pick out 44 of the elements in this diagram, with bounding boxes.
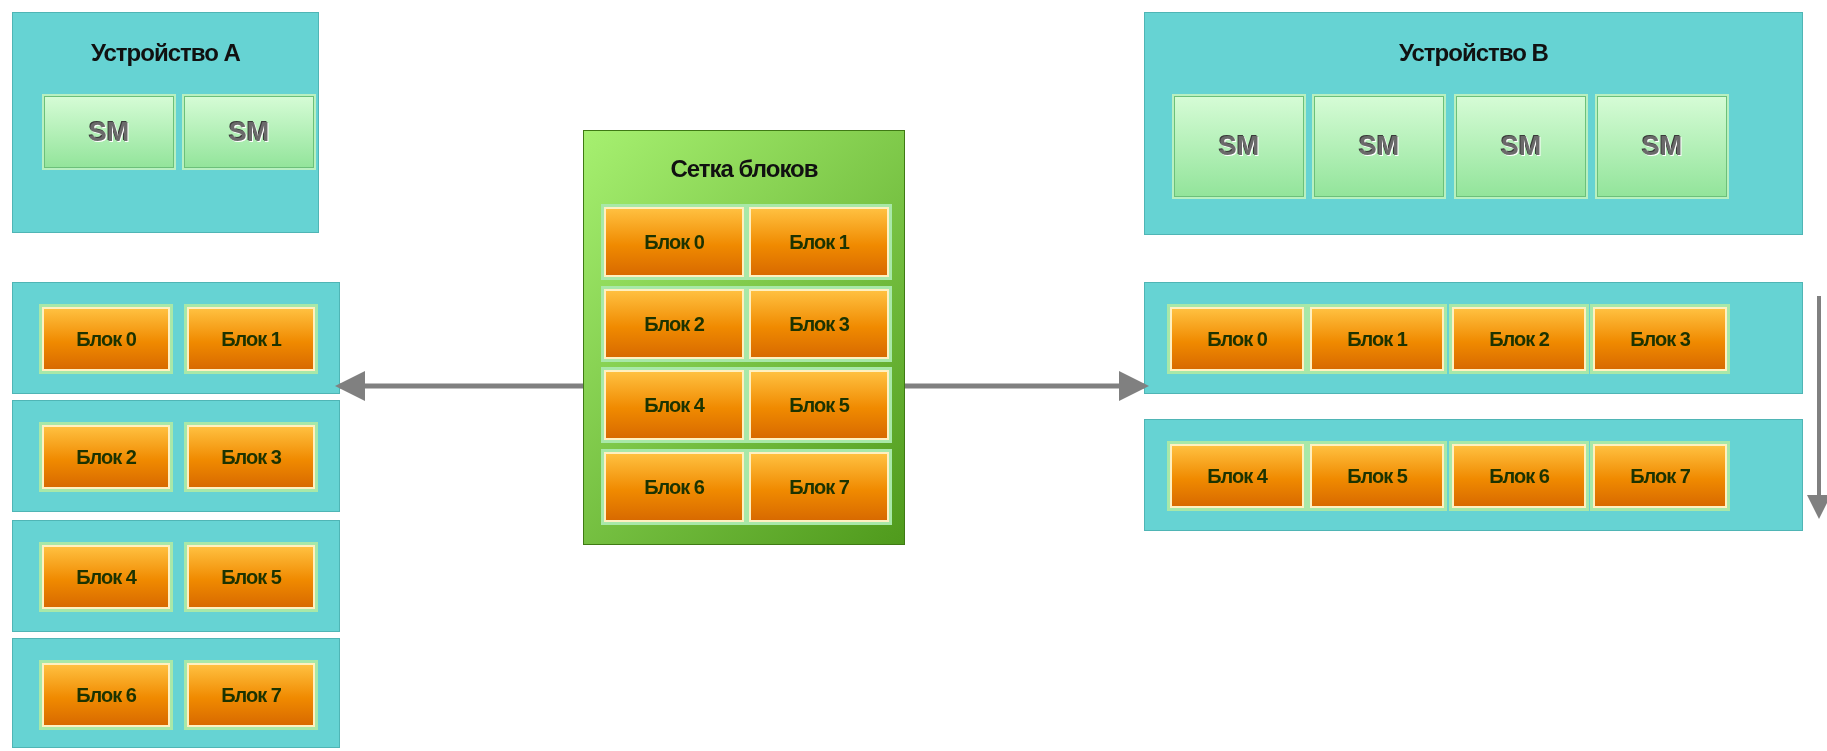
block-tile: Блок 0: [604, 207, 744, 277]
row-band: [12, 520, 340, 632]
block-tile: Блок 2: [42, 425, 170, 489]
sm-tile: SM: [1312, 94, 1446, 199]
block-tile: Блок 0: [1170, 307, 1304, 371]
block-tile: Блок 1: [749, 207, 889, 277]
device-panel: [12, 12, 319, 233]
row-band: [12, 400, 340, 512]
block-tile: Блок 0: [42, 307, 170, 371]
block-tile: Блок 1: [1310, 307, 1444, 371]
block-tile: Блок 4: [42, 545, 170, 609]
block-tile: Блок 6: [42, 663, 170, 727]
grid-panel: [583, 130, 905, 545]
block-tile: Блок 3: [749, 289, 889, 359]
block-tile: Блок 3: [187, 425, 315, 489]
row-band: [1144, 282, 1803, 394]
block-tile: Блок 5: [187, 545, 315, 609]
row-band: [1144, 419, 1803, 531]
row-band: [12, 638, 340, 748]
block-tile: Блок 7: [749, 452, 889, 522]
row-band: [12, 282, 340, 394]
grid-title: Сетка блоков: [669, 155, 819, 183]
sm-tile: SM: [1454, 94, 1588, 199]
block-tile: Блок 4: [604, 370, 744, 440]
block-tile: Блок 2: [1452, 307, 1586, 371]
block-tile: Блок 7: [1593, 444, 1727, 508]
sm-tile: SM: [42, 94, 176, 170]
block-tile: Блок 7: [187, 663, 315, 727]
sm-tile: SM: [182, 94, 316, 170]
device-panel: [1144, 12, 1803, 235]
sm-tile: SM: [1595, 94, 1729, 199]
block-tile: Блок 3: [1593, 307, 1727, 371]
block-tile: Блок 6: [604, 452, 744, 522]
block-tile: Блок 5: [1310, 444, 1444, 508]
block-tile: Блок 5: [749, 370, 889, 440]
device-title: Устройство A: [90, 39, 241, 67]
block-tile: Блок 6: [1452, 444, 1586, 508]
block-tile: Блок 4: [1170, 444, 1304, 508]
block-tile: Блок 2: [604, 289, 744, 359]
arrow: [905, 371, 1149, 401]
sm-tile: SM: [1172, 94, 1306, 199]
device-title: Устройство B: [1398, 39, 1549, 67]
block-tile: Блок 1: [187, 307, 315, 371]
arrow: [335, 371, 583, 401]
